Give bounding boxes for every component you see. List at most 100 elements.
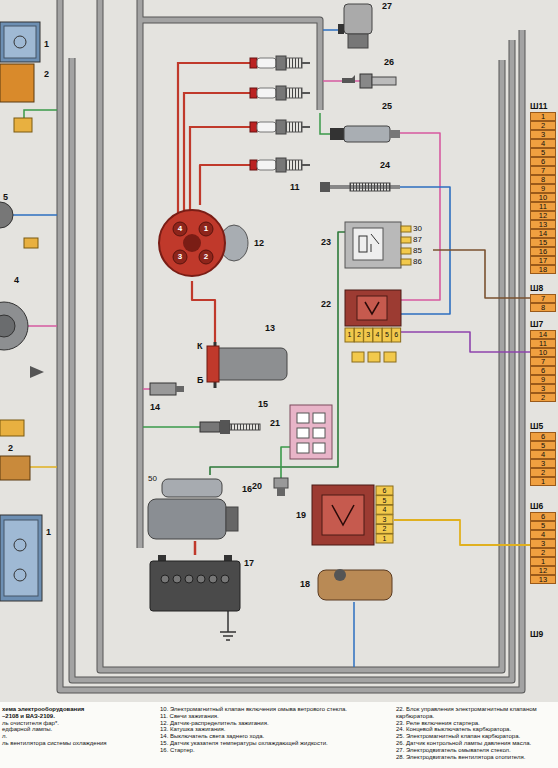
callout-number: 11 (290, 183, 300, 192)
pin-number: 4 (530, 450, 556, 459)
plug-electrode (302, 92, 310, 94)
headlight-cleaner-motor (0, 64, 34, 102)
valve-body (344, 126, 390, 142)
callout-number: 5 (3, 193, 8, 202)
pin-number: 14 (530, 229, 556, 238)
battery-cap (221, 575, 229, 583)
carb-control-unit-drawing (345, 290, 401, 344)
temp-sensor-thread (230, 424, 260, 430)
connector-label: Ш9 (530, 628, 556, 640)
pin-number: 5 (530, 521, 556, 530)
caption-line: едфарной лампы. (2, 726, 152, 733)
ground-symbol (220, 632, 236, 640)
wire-connector (200, 165, 250, 205)
starter: 1650 (148, 475, 238, 541)
brake-fluid-reservoir (318, 570, 392, 600)
starter-relay: 2330878586 (345, 222, 433, 268)
control-unit: 19654321 (312, 485, 394, 545)
pin-number: 17 (530, 256, 556, 265)
callout-number: 2 (44, 70, 49, 79)
headlight-lens (4, 26, 36, 58)
battery-case (150, 561, 240, 611)
starter-drive (226, 507, 238, 531)
callout-number: 14 (150, 403, 160, 412)
washer-motor (344, 4, 372, 34)
wire (30, 466, 57, 468)
pin-number: 6 (530, 157, 556, 166)
pin-cell (345, 328, 354, 342)
pin-number: 4 (530, 530, 556, 539)
plug-electrode (302, 62, 310, 64)
cap-terminal (199, 250, 213, 264)
reservoir-cap (334, 569, 346, 581)
connector-label: Ш11 (530, 100, 556, 112)
pin-number: 2 (376, 525, 393, 532)
terminal (313, 413, 325, 423)
connector (384, 352, 396, 362)
pin-cell (364, 328, 373, 342)
connector-block-drawing (290, 405, 332, 459)
caption-line: 24. Концевой выключатель карбюратора. (396, 726, 556, 733)
caption-line: 11. Свечи зажигания. (160, 713, 392, 720)
hv-lead (178, 63, 250, 220)
connector-label: Ш8 (530, 282, 556, 294)
wire-connector (400, 133, 440, 300)
control-unit-face (322, 495, 364, 535)
harness-connector: Ш5654321 (530, 420, 556, 486)
starter-solenoid (162, 479, 222, 497)
pin-number: 6 (392, 331, 401, 338)
pin-number: 4 (373, 331, 382, 338)
connector-label: Ш7 (530, 318, 556, 330)
control-unit-face (357, 296, 387, 320)
caption-line: 12. Датчик-распределитель зажигания. (160, 720, 392, 727)
sensor: 20 (270, 478, 292, 496)
callout-number: 16 (242, 485, 252, 494)
wire-connector (194, 541, 197, 555)
terminal (313, 428, 325, 438)
pin-number: 12 (530, 211, 556, 220)
caption-line: ль очистителя фар*. (2, 720, 152, 727)
sensor-tip (277, 488, 285, 496)
carb-control-unit: 22123456 (345, 290, 401, 344)
caption-column: хема электрооборудования–2108 и ВАЗ-2109… (2, 706, 152, 747)
pin-number: 10 (530, 348, 556, 357)
harness-outline (60, 0, 522, 690)
pin-number: 5 (530, 148, 556, 157)
pin-number: 18 (530, 265, 556, 274)
starter-drawing (148, 475, 238, 541)
pin-number: 2 (201, 253, 211, 261)
callout-number: 25 (382, 102, 392, 111)
battery-cap (197, 575, 205, 583)
terminal (297, 413, 309, 423)
caption-line: 10. Электромагнитный клапан включения ом… (160, 706, 392, 713)
pin-number: 4 (530, 139, 556, 148)
coil-body (209, 348, 287, 380)
pin-number: 7 (530, 166, 556, 175)
pin-cell (376, 515, 393, 524)
caption-column: 10. Электромагнитный клапан включения ом… (160, 706, 392, 754)
pin-number: 10 (530, 193, 556, 202)
battery-cap (161, 575, 169, 583)
plug-hex (276, 158, 286, 172)
valve-nose (390, 130, 400, 138)
headlight-lens (4, 520, 38, 596)
starter-body (148, 499, 226, 539)
switch-thread (350, 183, 390, 191)
callout-number: 24 (380, 161, 390, 170)
terminal (297, 443, 309, 453)
oil-sensor-hex (360, 74, 372, 88)
wire-connector (281, 447, 290, 478)
wire-connector (192, 281, 215, 342)
plug-electrode (302, 126, 310, 128)
component (0, 202, 13, 228)
battery-cap (209, 575, 217, 583)
plug-boot (250, 122, 257, 132)
callout-number: 18 (300, 580, 310, 589)
control-unit-symbol (365, 302, 379, 314)
caption-line: 28. Электродвигатель вентилятора отопите… (396, 754, 556, 761)
caption-panel (0, 702, 558, 768)
pin-number: 1 (530, 557, 556, 566)
caption-line: –2108 и ВАЗ-2109. (2, 713, 152, 720)
carb-solenoid-valve: 25 (330, 122, 400, 146)
